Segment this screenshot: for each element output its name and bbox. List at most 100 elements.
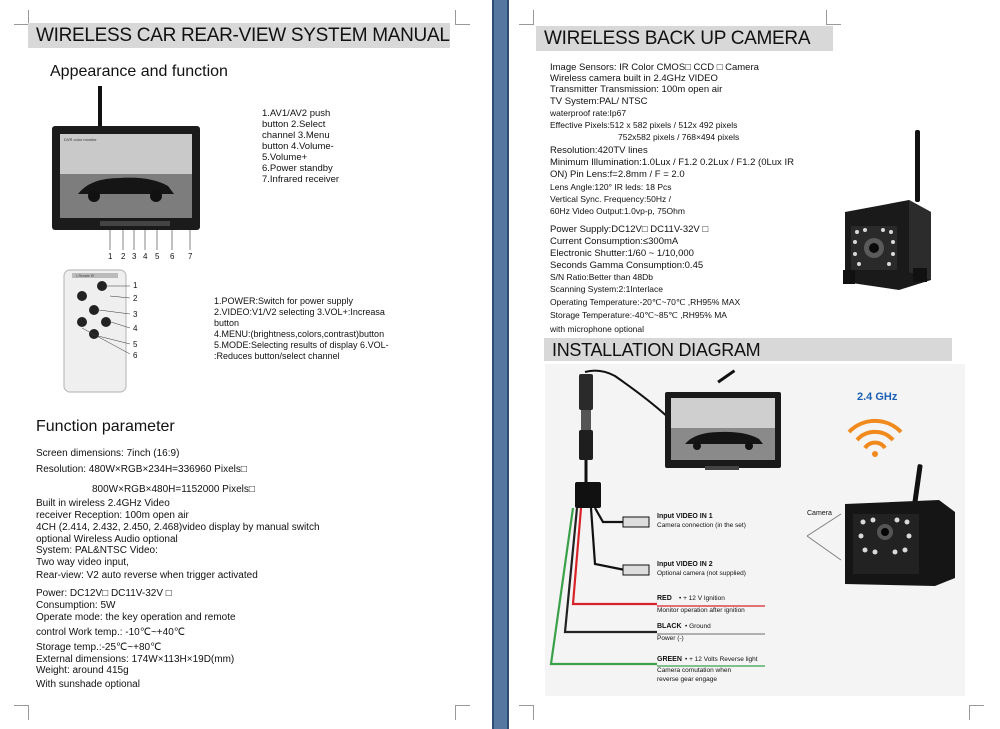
spec-line: Effective Pixels:512 x 582 pixels / 512x… — [550, 120, 738, 130]
page-header: WIRELESS CAR REAR-VIEW SYSTEM MANUAL — [28, 23, 450, 48]
function-line: 4.MENU:(brightness,colors,contrast)butto… — [214, 329, 385, 339]
function-line: 7.Infrared receiver — [262, 174, 340, 185]
function-line: 5.Volume+ — [262, 152, 308, 163]
section-title: Appearance and function — [50, 63, 228, 80]
function-line: button 2.Select — [262, 119, 326, 130]
page-gutter — [492, 0, 509, 729]
spec-line: Wireless camera built in 2.4GHz VIDEO — [550, 73, 718, 84]
monitor-illustration: DVR color monitor — [52, 86, 200, 230]
connection-title: Input VIDEO IN 2 — [657, 561, 713, 568]
remote-label: 1 Remote IR — [76, 274, 95, 278]
monitor-number: 1 — [108, 252, 113, 261]
installation-diagram: 2.4 GHz Camera Input VIDEO IN 1 Camera c… — [545, 364, 965, 696]
spec-line: 752x582 pixels / 768×494 pixels — [618, 132, 740, 142]
function-line: 5.MODE:Selecting results of display 6.VO… — [214, 340, 389, 350]
connection-extra: • Ground — [685, 623, 711, 630]
spec-line: Transmitter Transmission: 100m open air — [550, 84, 723, 95]
connection-title: BLACK — [657, 623, 682, 630]
crop-mark — [14, 705, 29, 720]
monitor-functions: 1.AV1/AV2 push button 2.Select channel 3… — [262, 108, 339, 185]
connection-title: RED — [657, 595, 672, 602]
spec-line: Resolution:420TV lines — [550, 145, 648, 156]
crop-mark — [455, 10, 470, 25]
remote-number: 3 — [133, 310, 138, 319]
function-line: 1.POWER:Switch for power supply — [214, 296, 354, 306]
monitor-number: 3 — [132, 252, 137, 261]
param-line: Resolution: 480W×RGB×234H=336960 Pixels□ — [36, 464, 247, 475]
crop-mark — [455, 705, 470, 720]
connection-title: Input VIDEO IN 1 — [657, 513, 713, 520]
param-line: control Work temp.: -10℃~+40℃ — [36, 627, 186, 638]
connection-desc: Monitor operation after ignition — [657, 607, 745, 614]
wiring-drawing: 2.4 GHz — [549, 369, 955, 667]
crop-mark — [826, 10, 841, 25]
param-line: External dimensions: 174W×113H×19D(mm) — [36, 654, 235, 665]
monitor-number: 5 — [155, 252, 160, 261]
monitor-number: 2 — [121, 252, 126, 261]
param-line: optional Wireless Audio optional — [36, 534, 178, 545]
spec-line: with microphone optional — [550, 324, 645, 334]
connection-desc: Camera comutation when — [657, 667, 732, 674]
param-line: Power: DC12V□ DC11V-32V □ — [36, 588, 172, 599]
function-line: :Reduces button/select channel — [214, 351, 340, 361]
spec-line: Storage Temperature:-40℃~85℃ ,RH95% MA — [550, 310, 727, 320]
spec-line: Operating Temperature:-20℃~70℃ ,RH95% MA… — [550, 297, 741, 307]
param-line: receiver Reception: 100m open air — [36, 510, 189, 521]
connection-desc: Optional camera (not supplied) — [657, 570, 746, 577]
function-line: button 4.Volume- — [262, 141, 334, 152]
connection-desc: reverse gear engage — [657, 676, 717, 683]
monitor-leader-lines — [109, 230, 191, 250]
param-line: 4CH (2.414, 2.432, 2.450, 2.468)video di… — [36, 522, 320, 533]
left-page: WIRELESS CAR REAR-VIEW SYSTEM MANUAL App… — [0, 0, 492, 729]
remote-number: 4 — [133, 324, 138, 333]
remote-number: 1 — [133, 281, 138, 290]
function-line: 6.Power standby — [262, 163, 333, 174]
connection-title: GREEN — [657, 656, 682, 663]
connection-desc: Camera connection (in the set) — [657, 522, 746, 529]
spec-line: Minimum Illumination:1.0Lux / F1.2 0.2Lu… — [550, 157, 794, 168]
connection-extra: • + 12 V Ignition — [679, 595, 725, 602]
function-line: channel 3.Menu — [262, 130, 330, 141]
section-header: INSTALLATION DIAGRAM — [544, 338, 952, 361]
backup-camera-illustration — [843, 130, 931, 290]
remote-number: 5 — [133, 340, 138, 349]
camera-label: Camera — [807, 510, 832, 517]
monitor-label: DVR color monitor — [64, 137, 97, 142]
remote-functions: 1.POWER:Switch for power supply 2.VIDEO:… — [214, 296, 389, 362]
spec-line: Scanning System:2:1Interlace — [550, 284, 663, 294]
param-line: Built in wireless 2.4GHz Video — [36, 498, 170, 509]
page-header: WIRELESS BACK UP CAMERA — [536, 26, 833, 51]
monitor-number: 7 — [188, 252, 193, 261]
spec-line: Image Sensors: IR Color CMOS□ CCD □ Came… — [550, 62, 759, 73]
param-line: Two way video input, — [36, 557, 129, 568]
section-title: Function parameter — [36, 418, 175, 435]
spec-line: 60Hz Video Output:1.0vp-p, 75Ohm — [550, 206, 685, 216]
spec-line: Seconds Gamma Consumption:0.45 — [550, 260, 704, 271]
remote-number: 2 — [133, 294, 138, 303]
remote-number: 6 — [133, 351, 138, 360]
param-line: Screen dimensions: 7inch (16:9) — [36, 448, 180, 459]
crop-mark — [969, 705, 984, 720]
param-line: With sunshade optional — [36, 679, 140, 690]
wifi-label: 2.4 GHz — [857, 391, 898, 403]
spec-line: ON) Pin Lens:f=2.8mm / F = 2.0 — [550, 169, 685, 180]
spec-line: Current Consumption:≤300mA — [550, 236, 679, 247]
param-line: 800W×RGB×480H=1152000 Pixels□ — [92, 484, 255, 495]
function-line: 1.AV1/AV2 push — [262, 108, 331, 119]
connection-desc: Power (-) — [657, 635, 684, 642]
crop-mark — [519, 705, 534, 720]
spec-line: Vertical Sync. Frequency:50Hz / — [550, 194, 671, 204]
spec-line: Power Supply:DC12V□ DC11V-32V □ — [550, 224, 709, 235]
param-line: Weight: around 415g — [36, 665, 129, 676]
param-line: Consumption: 5W — [36, 600, 116, 611]
function-line: 2.VIDEO:V1/V2 selecting 3.VOL+:Increasa — [214, 307, 385, 317]
param-line: System: PAL&NTSC Video: — [36, 545, 158, 556]
crop-mark — [519, 10, 534, 25]
param-line: Storage temp.:-25℃~+80℃ — [36, 642, 162, 653]
param-line: Operate mode: the key operation and remo… — [36, 612, 236, 623]
remote-illustration: 1 Remote IR — [63, 269, 131, 393]
spec-line: Lens Angle:120° IR leds: 18 Pcs — [550, 182, 672, 192]
spec-line: Electronic Shutter:1/60 ~ 1/10,000 — [550, 248, 694, 259]
function-line: button — [214, 318, 240, 328]
spec-line: TV System:PAL/ NTSC — [550, 96, 648, 107]
